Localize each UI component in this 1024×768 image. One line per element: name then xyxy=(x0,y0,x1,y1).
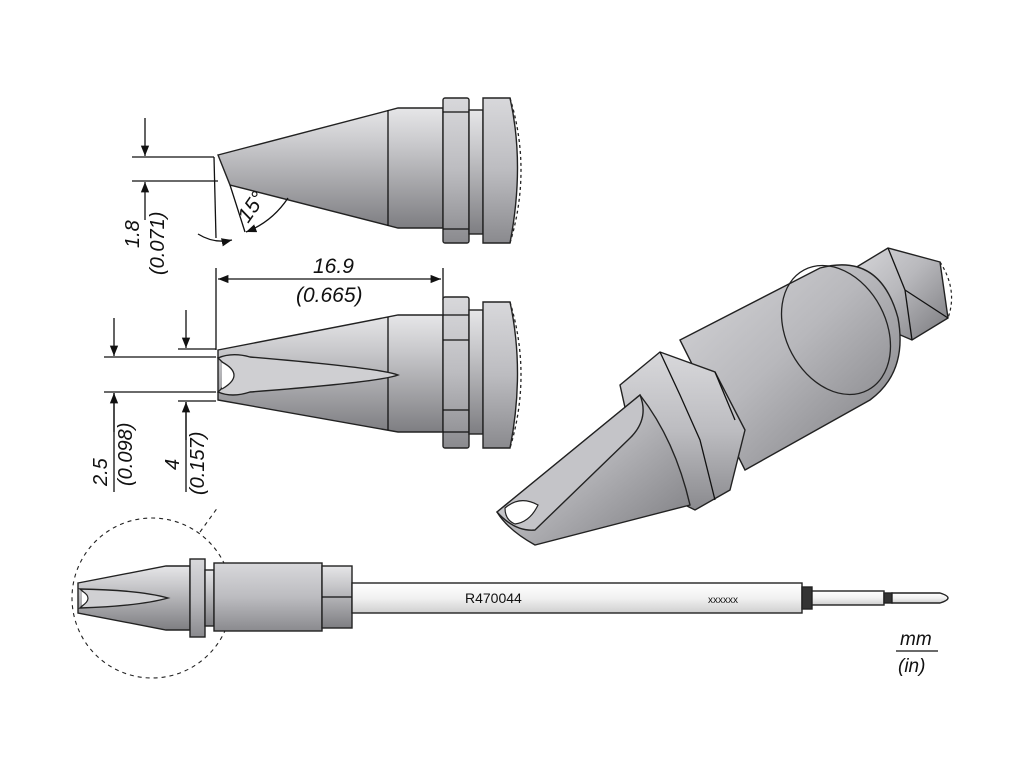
detail-leader xyxy=(199,506,219,533)
length-in: (0.665) xyxy=(296,284,363,307)
inner-width-mm: 2.5 xyxy=(90,457,112,487)
top-width-mm: 1.8 xyxy=(122,220,144,248)
full-tip-view: R470044 xxxxxx xyxy=(71,506,949,679)
unit-primary: mm xyxy=(900,629,932,650)
full-tip-body xyxy=(77,558,949,638)
units-legend: mm (in) xyxy=(896,629,938,677)
iso-cone-tip xyxy=(495,393,691,546)
outer-width-in: (0.157) xyxy=(187,432,209,495)
front-view: 2.5 (0.098) 4 (0.157) xyxy=(90,296,522,495)
outer-width-dimension xyxy=(178,310,216,492)
production-code: xxxxxx xyxy=(708,595,738,606)
unit-secondary: (in) xyxy=(898,656,925,677)
top-view-tip-body xyxy=(217,97,522,244)
outer-width-mm: 4 xyxy=(162,459,184,470)
isometric-view xyxy=(495,247,953,546)
width-dimension-top xyxy=(132,118,218,239)
front-view-tip-body xyxy=(216,296,522,449)
length-mm: 16.9 xyxy=(313,255,354,278)
inner-width-in: (0.098) xyxy=(115,423,137,486)
part-number: R470044 xyxy=(465,590,522,606)
top-view: 15° 1.8 (0.071) xyxy=(122,97,522,275)
top-width-in: (0.071) xyxy=(147,212,169,275)
inner-width-dimension xyxy=(104,318,216,492)
length-dimension: 16.9 (0.665) xyxy=(215,255,444,350)
